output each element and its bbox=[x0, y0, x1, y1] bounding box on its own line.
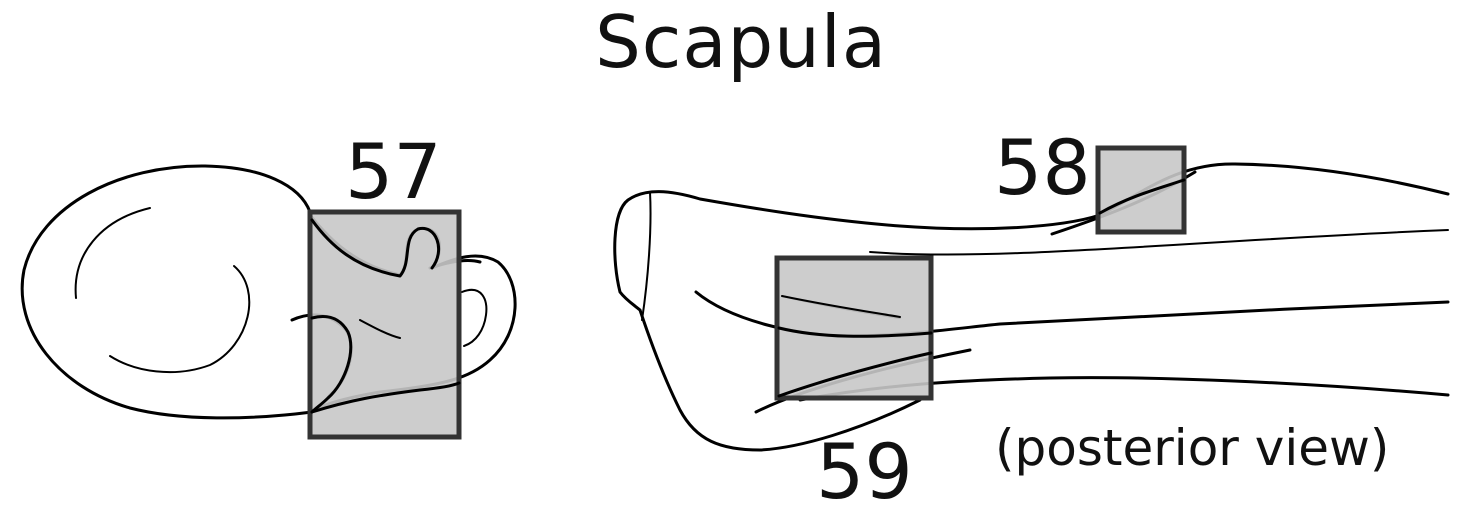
glenoid-lower-arc bbox=[109, 265, 251, 374]
overlay-line-1 bbox=[310, 218, 441, 278]
diagram-title: Scapula bbox=[595, 0, 887, 84]
acromion-curl bbox=[461, 289, 488, 347]
glenoid-view-overlay bbox=[310, 218, 461, 414]
posterior-view-overlay bbox=[777, 178, 1186, 398]
overlay-59-line-2 bbox=[781, 295, 901, 318]
glenoid-outline bbox=[20, 164, 314, 420]
view-note: (posterior view) bbox=[995, 419, 1390, 477]
region-58-box bbox=[1095, 145, 1187, 235]
overlay-line-4 bbox=[310, 381, 461, 414]
overlay-59-line-3 bbox=[777, 351, 933, 398]
overlay-59-line-1 bbox=[777, 326, 933, 338]
overlay-line-3 bbox=[359, 319, 401, 339]
region-58-label: 58 bbox=[994, 123, 1091, 212]
spine-top bbox=[869, 229, 1449, 256]
region-57-label: 57 bbox=[345, 127, 442, 216]
medial-edge bbox=[641, 191, 652, 321]
region-57-box bbox=[307, 209, 462, 440]
glenoid-inner-arc bbox=[74, 207, 151, 299]
overlay-58-line bbox=[1098, 178, 1186, 215]
region-59-label: 59 bbox=[816, 427, 913, 516]
overlay-line-2 bbox=[310, 315, 353, 414]
region-59-box bbox=[774, 255, 934, 401]
